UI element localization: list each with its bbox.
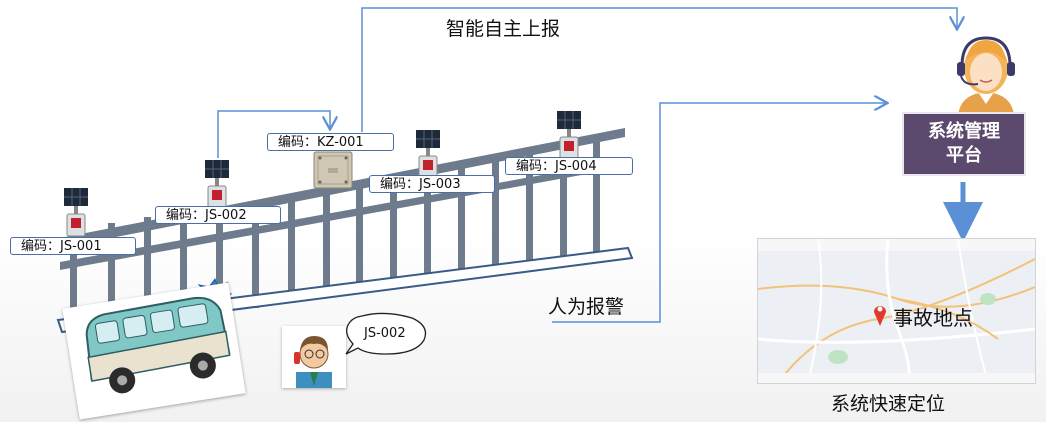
- van-illustration: [62, 282, 246, 420]
- caller-illustration: [282, 326, 346, 388]
- map-pin-icon: [874, 306, 886, 326]
- person-phone-icon: [294, 336, 332, 388]
- accident-location-label: 事故地点: [893, 306, 973, 330]
- sensor-to-controller-line: [217, 110, 330, 158]
- code-label-JS-004: 编码：JS-004: [505, 157, 633, 175]
- controller-box-icon: [313, 151, 353, 189]
- platform-title-line1: 系统管理: [928, 121, 1000, 142]
- auto-report-label: 智能自主上报: [446, 18, 561, 40]
- sensor-JS-003: [416, 130, 440, 179]
- manual-alarm-label: 人为报警: [548, 296, 625, 318]
- code-label-JS-001: 编码：JS-001: [10, 237, 136, 255]
- code-label-KZ-001: 编码：KZ-001: [267, 133, 394, 151]
- operator-avatar-icon: [957, 36, 1015, 116]
- sensor-JS-004: [557, 111, 581, 160]
- platform-title-line2: 平台: [946, 145, 982, 166]
- speech-bubble-text: JS-002: [364, 326, 406, 341]
- map-caption: 系统快速定位: [831, 393, 946, 415]
- code-label-JS-002: 编码：JS-002: [155, 206, 281, 224]
- map-view: [757, 238, 1036, 384]
- sensor-JS-002: [205, 160, 229, 209]
- sensor-JS-001: [64, 188, 88, 237]
- speech-bubble: [345, 312, 427, 355]
- manual-alarm-line: [552, 103, 886, 323]
- auto-report-line: [361, 7, 957, 132]
- van-icon: [85, 296, 231, 394]
- code-label-JS-003: 编码：JS-003: [369, 175, 495, 193]
- management-platform-box: 系统管理 平台: [902, 112, 1026, 176]
